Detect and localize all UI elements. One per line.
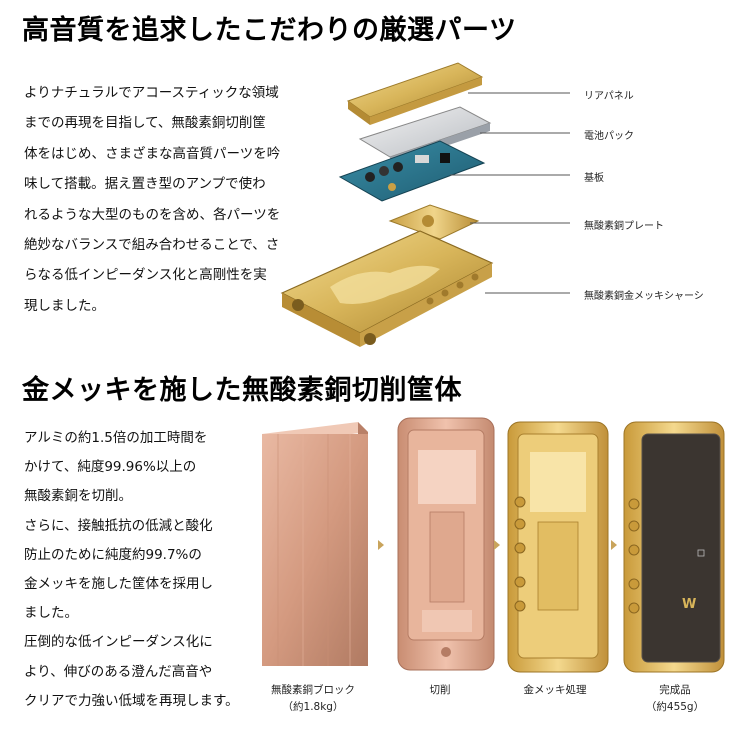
step-name: 完成品 (659, 684, 691, 696)
step-name: 切削 (429, 684, 451, 696)
step-label-machining: 切削 (390, 682, 490, 699)
label-board: 基板 (584, 173, 604, 184)
step-arrow-icon (611, 540, 617, 550)
label-copper-plate: 無酸素銅プレート (584, 221, 664, 232)
text-line: アルミの約1.5倍の加工時間を (24, 430, 208, 446)
text-line: らなる低インピーダンス化と高剛性を実 (24, 267, 267, 284)
text-line: 防止のために純度約99.7%の (24, 546, 202, 563)
step-weight: （約1.8kg） (282, 701, 344, 713)
step-label-finished: 完成品 （約455g） (622, 682, 728, 716)
text-line: 金メッキを施した筐体を採用し (24, 576, 213, 593)
text-line: 絶妙なバランスで組み合わせることで、さ (24, 237, 280, 254)
text-line: より、伸びのある澄んだ高音や (24, 663, 213, 680)
text-line: れるような大型のものを含め、各パーツを (24, 206, 281, 223)
svg-text:W: W (682, 597, 696, 612)
text-line: かけて、純度99.96%以上の (24, 459, 197, 476)
section-title-chassis: 金メッキを施した無酸素銅切削筐体 (22, 375, 462, 406)
finished-product-image: W (623, 421, 725, 673)
text-line: 無酸素銅を切削。 (24, 488, 132, 505)
parts-description: よりナチュラルでアコースティックな領域 までの再現を目指して、無酸素銅切削筐 体… (24, 78, 280, 321)
rear-panel-part (346, 62, 484, 125)
exploded-parts-diagram: リアパネル 電池パック 基板 無酸素銅プレート 無酸素銅金メッキシャーシ (270, 55, 730, 355)
copper-plate-part (388, 204, 480, 240)
copper-block-image (262, 422, 368, 666)
text-line: クリアで力強い低域を再現します。 (24, 692, 239, 709)
pcb-part (338, 140, 486, 202)
text-line: までの再現を目指して、無酸素銅切削筐 (24, 115, 266, 132)
gold-chassis-part (280, 230, 494, 347)
step-label-gold-plating: 金メッキ処理 (500, 682, 610, 699)
step-label-copper-block: 無酸素銅ブロック （約1.8kg） (258, 682, 368, 716)
text-line: 圧倒的な低インピーダンス化に (24, 634, 213, 651)
step-arrow-icon (378, 540, 384, 550)
label-gold-chassis: 無酸素銅金メッキシャーシ (584, 291, 704, 302)
step-name: 無酸素銅ブロック (271, 684, 355, 696)
section-title-parts: 高音質を追求したこだわりの厳選パーツ (22, 15, 517, 46)
step-arrow-icon (494, 540, 500, 550)
text-line: 体をはじめ、さまざまな高音質パーツを吟 (24, 145, 281, 162)
machined-copper-image (397, 417, 495, 671)
process-images: W (262, 417, 725, 673)
text-line: 味して搭載。据え置き型のアンプで使わ (24, 176, 266, 193)
text-line: ました。 (24, 605, 78, 622)
label-battery: 電池パック (584, 131, 634, 142)
step-name: 金メッキ処理 (523, 684, 587, 696)
label-rear-panel: リアパネル (584, 91, 634, 102)
text-line: 現しました。 (24, 297, 105, 314)
gold-plated-image (507, 421, 609, 673)
text-line: よりナチュラルでアコースティックな領域 (24, 85, 279, 101)
step-weight: （約455g） (645, 701, 705, 713)
chassis-description: アルミの約1.5倍の加工時間を かけて、純度99.96%以上の 無酸素銅を切削。… (24, 424, 239, 716)
exploded-view-image (280, 62, 570, 347)
text-line: さらに、接触抵抗の低減と酸化 (24, 517, 213, 534)
